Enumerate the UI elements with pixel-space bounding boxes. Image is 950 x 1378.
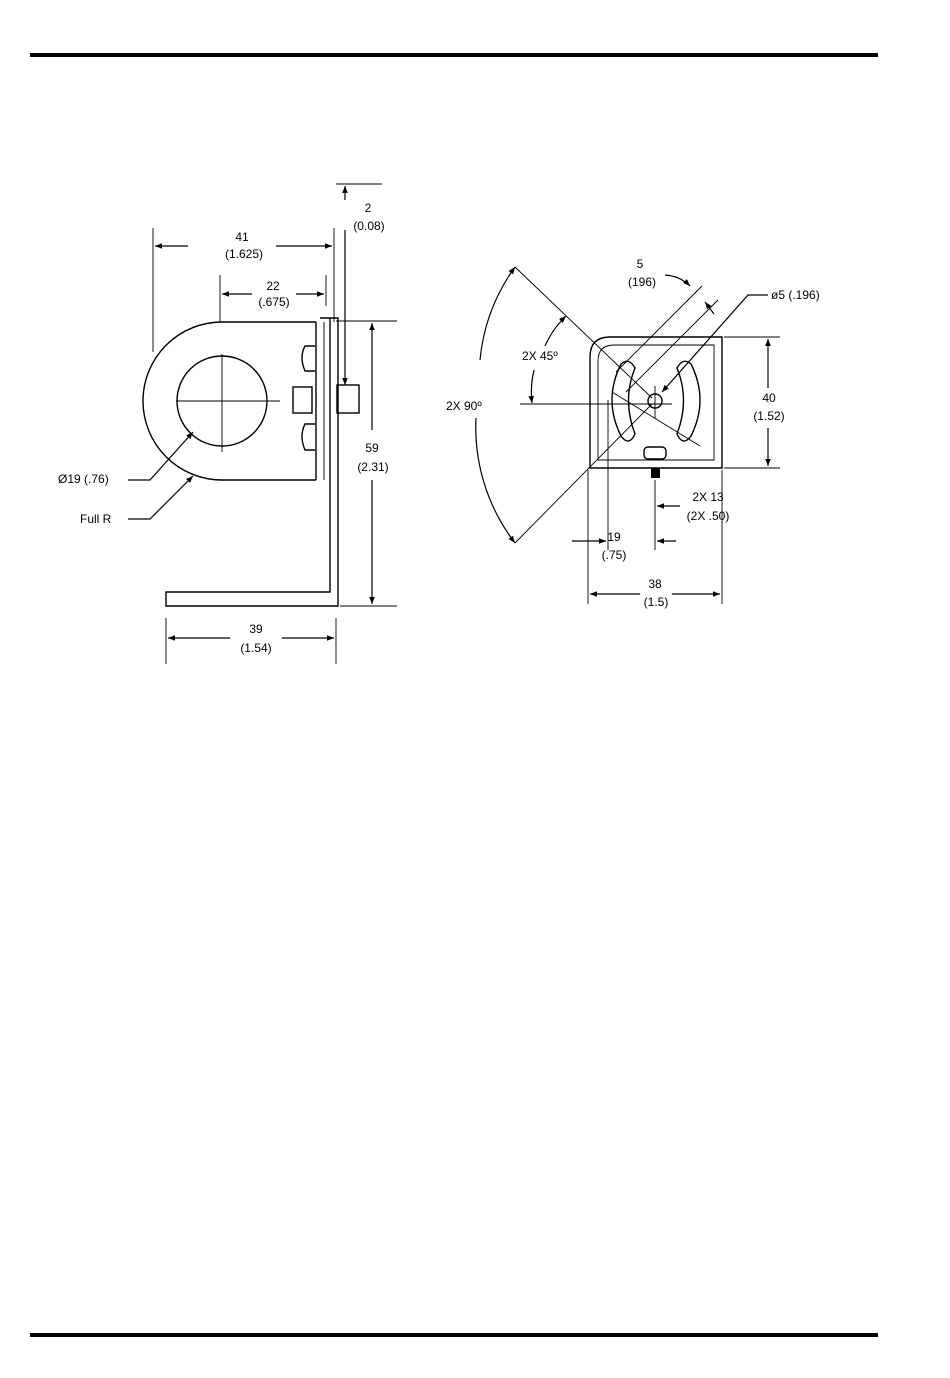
dim-40-mm: 40 [762, 391, 776, 405]
dim-39-mm: 39 [249, 622, 263, 636]
dim-13: 2X 13 (2X .50) [655, 480, 729, 550]
dim-5: 5 (196) [628, 257, 714, 314]
dim-39-in: (1.54) [240, 641, 271, 655]
dim-13-mm: 2X 13 [692, 490, 724, 504]
dim-39: 39 (1.54) [166, 618, 336, 664]
dim-19-mm: 19 [607, 530, 621, 544]
hole-5-label: ø5 (.196) [771, 288, 820, 302]
dim-2-in: (0.08) [353, 219, 384, 233]
hole-diameter-label: Ø19 (.76) [58, 472, 109, 486]
slot-line-b [626, 300, 718, 392]
full-radius-label: Full R [80, 512, 112, 526]
dim-38-mm: 38 [648, 577, 662, 591]
dim-22-in: (.675) [258, 295, 289, 309]
dim-2: 2 (0.08) [336, 184, 385, 385]
side-view: 41 (1.625) 22 (.675) 2 (0.08) 59 [58, 184, 397, 664]
dim-59-in: (2.31) [357, 460, 388, 474]
angle-45-label: 2X 45º [522, 349, 558, 363]
side-bracket-outline [143, 318, 359, 606]
front-view: 2X 90º 2X 45º 5 (196) ø5 (.196) 40 (1 [446, 257, 820, 609]
dim-angle-90: 2X 90º [446, 267, 515, 543]
dim-5-mm: 5 [637, 257, 644, 271]
dim-5-in: (196) [628, 275, 656, 289]
dim-22: 22 (.675) [220, 275, 326, 322]
angle-90-label: 2X 90º [446, 399, 482, 413]
dim-19: 19 (.75) [572, 400, 626, 562]
dim-38-in: (1.5) [644, 595, 669, 609]
dim-41-in: (1.625) [225, 247, 263, 261]
slot-line-c [612, 392, 700, 446]
dim-2-mm: 2 [365, 201, 372, 215]
dim-19-in: (.75) [602, 548, 627, 562]
dim-41-mm: 41 [235, 230, 249, 244]
dim-40-in: (1.52) [753, 409, 784, 423]
dim-13-in: (2X .50) [687, 509, 730, 523]
callout-hole-diameter: Ø19 (.76) [58, 432, 193, 486]
angle-line-lower [515, 404, 652, 543]
dim-22-mm: 22 [266, 279, 280, 293]
dim-40: 40 (1.52) [724, 337, 785, 468]
dim-59-mm: 59 [365, 441, 379, 455]
callout-hole-5: ø5 (.196) [662, 288, 820, 392]
dim-angle-45: 2X 45º [522, 316, 566, 403]
